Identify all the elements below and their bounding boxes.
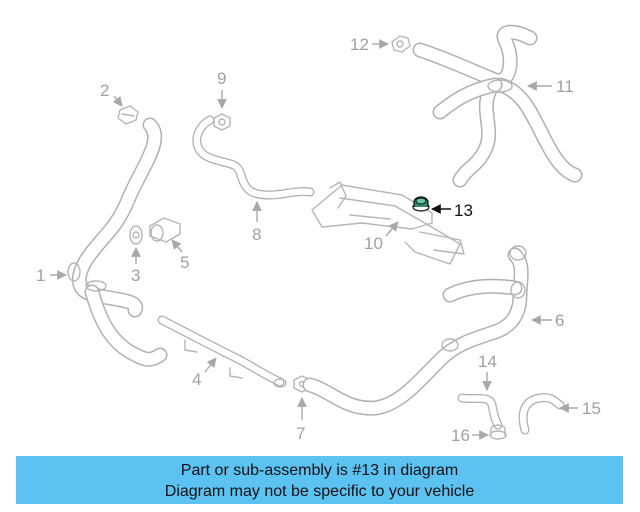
part-6-lower-hose[interactable]	[302, 245, 529, 416]
banner-line-disclaimer: Diagram may not be specific to your vehi…	[164, 483, 475, 500]
part-8-bypass-hose[interactable]	[192, 115, 315, 200]
part-2-clamp[interactable]	[117, 105, 139, 125]
callout-label-14: 14	[478, 352, 497, 371]
part-9-clip[interactable]	[213, 113, 231, 131]
callout-label-6: 6	[555, 311, 564, 330]
part-11-heater-hose[interactable]	[412, 24, 583, 188]
callout-9: 9	[217, 69, 227, 109]
part-16-cap[interactable]	[489, 424, 507, 440]
callout-10: 10	[364, 221, 399, 253]
leader-arrow-10	[385, 221, 399, 237]
callout-16: 16	[451, 426, 489, 445]
part-5-water-outlet[interactable]	[149, 217, 181, 243]
callout-label-1: 1	[36, 266, 45, 285]
callout-label-10: 10	[364, 234, 383, 253]
callout-label-13: 13	[454, 201, 473, 220]
part-13-highlighted-cap[interactable]	[412, 196, 430, 212]
callout-14: 14	[478, 352, 497, 391]
banner-line-part-info: Part or sub-assembly is #13 in diagram	[180, 462, 459, 479]
parts-diagram: 1 2 3 4 5 6 7 8 9 10 11 12	[36, 24, 601, 445]
part-15-bent-hose[interactable]	[518, 393, 565, 435]
callout-8: 8	[252, 201, 262, 244]
part-14-short-hose[interactable]	[457, 393, 503, 430]
part-3-gasket[interactable]	[129, 225, 143, 245]
leader-arrow-5	[171, 239, 183, 253]
leader-arrow-2	[112, 95, 123, 107]
callout-3: 3	[131, 247, 141, 285]
callout-label-11: 11	[556, 77, 574, 96]
callout-11: 11	[527, 77, 574, 96]
callout-label-8: 8	[252, 225, 261, 244]
callout-label-9: 9	[217, 69, 226, 88]
callout-label-2: 2	[100, 81, 109, 100]
part-12-clamp[interactable]	[391, 35, 411, 53]
callout-label-12: 12	[350, 35, 369, 54]
callout-label-4: 4	[192, 370, 201, 389]
part-4-water-pipe[interactable]	[157, 315, 287, 388]
callout-label-15: 15	[582, 399, 601, 418]
callout-12: 12	[350, 35, 389, 54]
callout-1: 1	[36, 266, 67, 285]
callout-label-5: 5	[180, 253, 189, 272]
info-banner: Part or sub-assembly is #13 in diagram D…	[16, 456, 623, 504]
part-1-radiator-hose[interactable]	[67, 117, 168, 367]
callout-13-highlighted: 13	[431, 201, 473, 220]
callout-5: 5	[171, 239, 189, 272]
callout-label-3: 3	[131, 266, 140, 285]
callout-label-7: 7	[296, 424, 305, 443]
callout-4: 4	[192, 357, 217, 389]
callout-7: 7	[296, 397, 307, 443]
callout-2: 2	[100, 81, 123, 107]
part-10-bracket[interactable]	[311, 181, 465, 265]
leader-arrow-4	[204, 357, 217, 373]
callout-label-16: 16	[451, 426, 470, 445]
callout-6: 6	[531, 311, 564, 330]
callout-15: 15	[559, 399, 601, 418]
